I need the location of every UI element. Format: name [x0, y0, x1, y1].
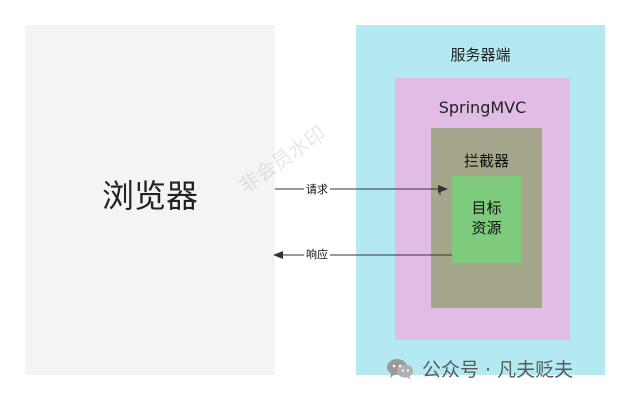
footer-watermark: 公众号 · 凡夫贬夫 — [386, 355, 573, 382]
interceptor-label: 拦截器 — [463, 152, 509, 170]
browser-label: 浏览器 — [101, 177, 198, 215]
response-arrowhead — [273, 251, 283, 259]
response-label: 响应 — [304, 248, 330, 261]
resource-label: 目标 资源 — [452, 198, 521, 238]
resource-label-line1: 目标 — [471, 199, 502, 217]
resource-node — [452, 176, 521, 263]
request-label: 请求 — [304, 183, 330, 196]
springmvc-label: SpringMVC — [438, 98, 527, 117]
request-arrowhead — [438, 185, 448, 193]
footer-watermark-text: 公众号 · 凡夫贬夫 — [422, 359, 574, 381]
browser-node — [25, 25, 275, 375]
request-edge — [275, 188, 441, 195]
server-label: 服务器端 — [450, 46, 511, 64]
wechat-icon — [387, 358, 413, 379]
resource-label-line2: 资源 — [471, 219, 502, 237]
